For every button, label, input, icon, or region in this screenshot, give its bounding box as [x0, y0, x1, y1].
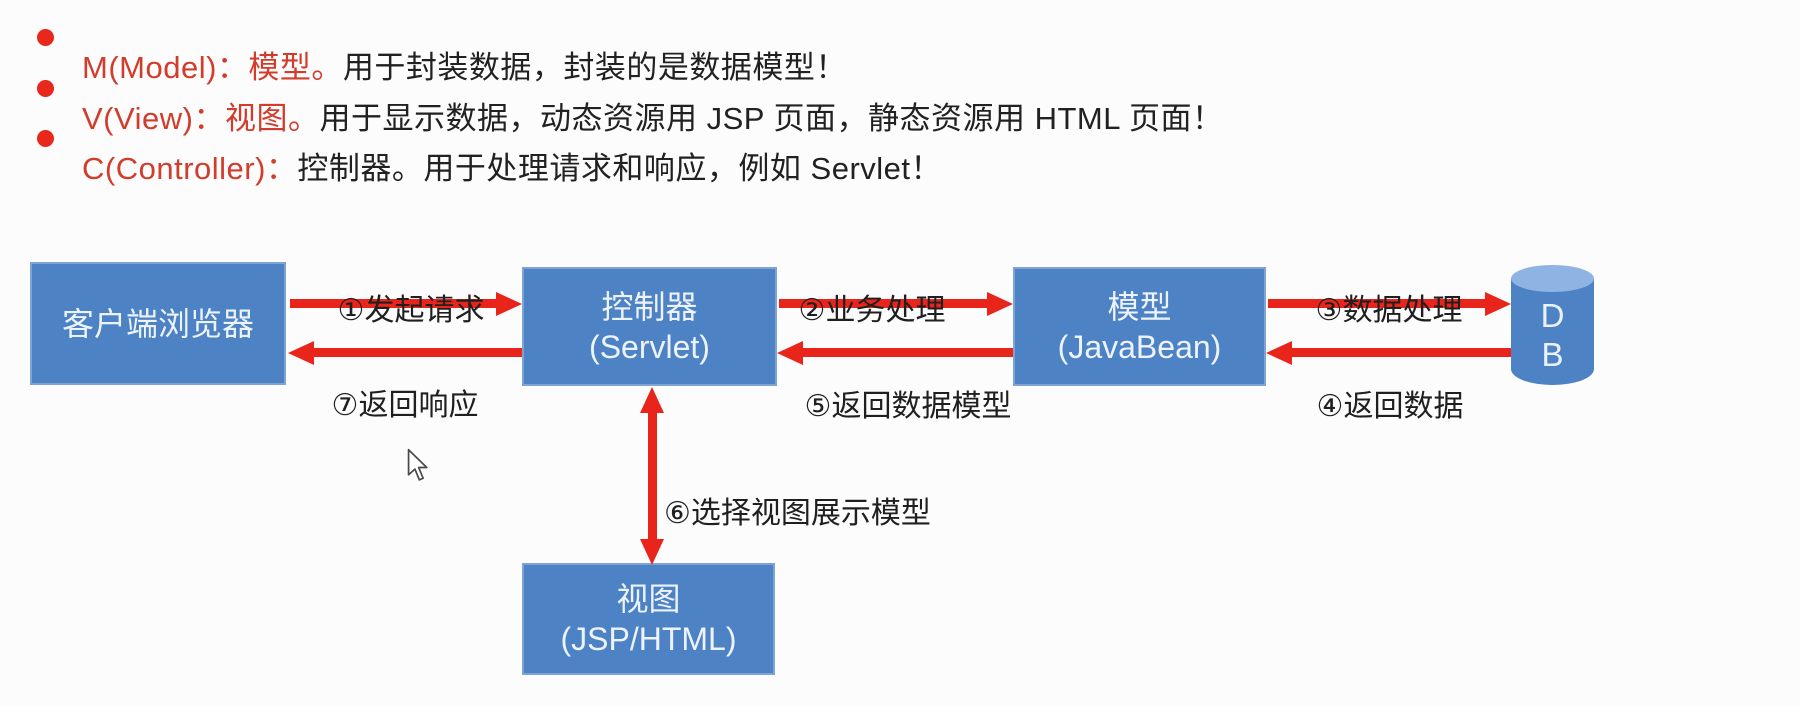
bullet-rest: 用于显示数据，动态资源用 JSP 页面，静态资源用 HTML 页面！	[319, 101, 1224, 136]
view-label-line2: (JSP/HTML)	[560, 621, 737, 657]
arrow-7-label: ⑦返回响应	[331, 389, 479, 422]
arrow-5-shaft	[803, 348, 1013, 357]
controller-box: 控制器 (Servlet)	[522, 267, 777, 386]
arrow-3-head	[1485, 292, 1511, 316]
mouse-cursor-icon	[407, 448, 428, 481]
model-label-line2: (JavaBean)	[1057, 328, 1222, 365]
arrow-6-shaft	[648, 412, 657, 540]
arrow-7-shaft	[314, 348, 522, 357]
arrow-5-head	[777, 341, 803, 365]
bullet-rest: 用于封装数据，封装的是数据模型！	[342, 50, 847, 85]
arrow-3-label: ③数据处理	[1315, 294, 1463, 327]
model-box: 模型 (JavaBean)	[1013, 267, 1266, 386]
bullet-rest: 控制器。用于处理请求和响应，例如 Servlet！	[297, 151, 943, 186]
bullet-icon	[37, 29, 54, 46]
db-label-line2: B	[1541, 335, 1564, 373]
db-cylinder: D B	[1511, 265, 1594, 385]
arrow-4-label: ④返回数据	[1316, 390, 1464, 423]
bullet-item-view: V(View)：视图。用于显示数据，动态资源用 JSP 页面，静态资源用 HTM…	[82, 102, 1223, 136]
db-cylinder-body: D B	[1511, 278, 1594, 385]
bullet-item-model: M(Model)：模型。用于封装数据，封装的是数据模型！	[82, 51, 847, 85]
arrow-1-label: ①发起请求	[337, 294, 485, 327]
bullet-lead: M(Model)：模型。	[82, 50, 343, 85]
bullet-item-controller: C(Controller)：控制器。用于处理请求和响应，例如 Servlet！	[82, 152, 942, 186]
arrow-6-label: ⑥选择视图展示模型	[664, 497, 931, 530]
arrow-6-head-down	[640, 539, 664, 565]
bullet-icon	[37, 130, 54, 147]
client-browser-label: 客户端浏览器	[61, 305, 254, 342]
controller-label-line1: 控制器	[601, 288, 698, 325]
arrow-2-shaft	[779, 299, 987, 308]
client-browser-box: 客户端浏览器	[30, 262, 286, 385]
arrow-7-head	[288, 341, 314, 365]
bullet-lead: V(View)：视图。	[82, 101, 320, 136]
arrow-1-shaft	[290, 299, 496, 308]
arrow-5-label: ⑤返回数据模型	[804, 390, 1012, 423]
arrow-3-shaft	[1268, 299, 1485, 308]
arrow-4-head	[1266, 341, 1292, 365]
view-label-line1: 视图	[616, 581, 681, 617]
bullet-icon	[37, 80, 54, 97]
arrow-2-head	[987, 292, 1013, 316]
view-box: 视图 (JSP/HTML)	[522, 563, 775, 675]
controller-label-line2: (Servlet)	[589, 328, 710, 365]
bullet-lead: C(Controller)：	[82, 151, 298, 186]
arrow-4-shaft	[1292, 348, 1511, 357]
arrow-6-head-up	[640, 387, 664, 413]
db-label-line1: D	[1540, 296, 1565, 334]
db-cylinder-top	[1511, 265, 1594, 292]
model-label-line1: 模型	[1107, 288, 1172, 325]
arrow-1-head	[496, 292, 522, 316]
arrow-2-label: ②业务处理	[798, 294, 946, 327]
